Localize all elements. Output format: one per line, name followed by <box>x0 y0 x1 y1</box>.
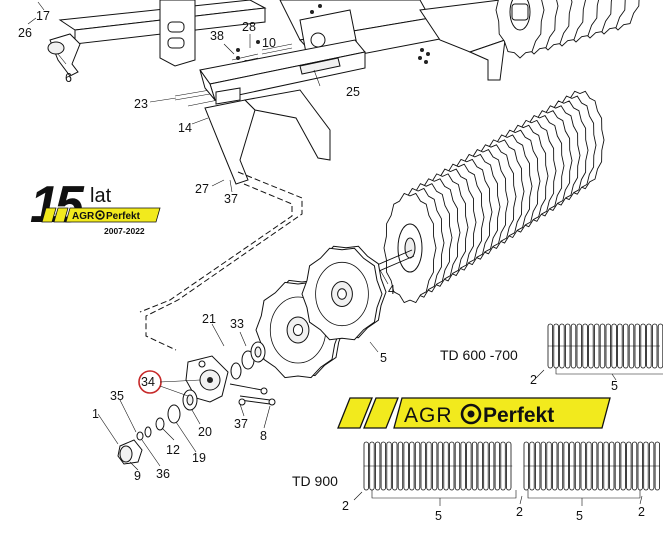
td600-title: TD 600 -700 <box>440 347 518 363</box>
callout-34: 34 <box>141 375 155 389</box>
callout-26: 26 <box>18 26 32 40</box>
callout-27: 27 <box>195 182 209 196</box>
badge-years: 2007-2022 <box>104 226 145 236</box>
callout-8: 8 <box>260 429 267 443</box>
roller-drum-background <box>495 0 640 59</box>
td900-label-end-right: 2 <box>638 505 645 519</box>
callout-37-upper: 37 <box>224 192 238 206</box>
toothed-disc-rear <box>301 245 387 341</box>
callout-10: 10 <box>262 36 276 50</box>
badge-number: 15 <box>30 176 85 234</box>
anniversary-badge: 15 lat AGR Perfekt 2007-2022 <box>30 176 161 236</box>
callout-6: 6 <box>65 71 72 85</box>
logo-brand-right: Perfekt <box>483 404 554 427</box>
callout-20: 20 <box>198 425 212 439</box>
bearing-housing-assembly <box>117 341 276 465</box>
td900-label-group-right: 5 <box>576 509 583 523</box>
td900-title: TD 900 <box>292 473 338 489</box>
td600-end-label: 2 <box>530 373 537 387</box>
callout-25: 25 <box>346 85 360 99</box>
td900-label-middle: 2 <box>516 505 523 519</box>
callout-5-disc: 5 <box>380 351 387 365</box>
mounting-path-dashed <box>145 171 303 351</box>
callout-12: 12 <box>166 443 180 457</box>
frame-assembly <box>47 0 506 185</box>
brand-logo: AGR Perfekt <box>330 392 614 432</box>
badge-brand-right: Perfekt <box>106 211 141 222</box>
badge-brand-o <box>95 210 105 220</box>
mounting-path-dashed-2 <box>139 183 293 313</box>
callout-23: 23 <box>134 97 148 111</box>
callout-38: 38 <box>210 29 224 43</box>
logo-brand-o <box>460 403 482 425</box>
callout-37-lower: 37 <box>234 417 248 431</box>
td900-label-group-left: 5 <box>435 509 442 523</box>
callout-1: 1 <box>92 407 99 421</box>
td900-label-end-left: 2 <box>342 499 349 513</box>
badge-brand-strip: AGR Perfekt <box>41 207 161 223</box>
callout-35: 35 <box>110 389 124 403</box>
td900-schematic: TD 900 2 5 2 5 2 <box>292 441 660 523</box>
td900-disc-row <box>363 441 660 491</box>
logo-brand-left: AGR <box>404 404 453 427</box>
callout-4: 4 <box>388 283 395 297</box>
roller-drum <box>383 90 605 304</box>
badge-brand-left: AGR <box>72 211 95 222</box>
callout-19: 19 <box>192 451 206 465</box>
badge-word: lat <box>90 185 112 207</box>
callout-33: 33 <box>230 317 244 331</box>
callout-9: 9 <box>134 469 141 483</box>
callout-21: 21 <box>202 312 216 326</box>
callout-36: 36 <box>156 467 170 481</box>
td600-group-label: 5 <box>611 379 618 393</box>
td600-disc-row <box>547 323 663 369</box>
callout-labels: 17 26 6 38 28 10 23 25 14 27 37 4 5 21 3… <box>18 9 395 483</box>
td600-schematic: TD 600 -700 2 5 <box>440 323 663 393</box>
callout-28: 28 <box>242 20 256 34</box>
leader-lines <box>27 1 389 471</box>
callout-17: 17 <box>36 9 50 23</box>
callout-14: 14 <box>178 121 192 135</box>
